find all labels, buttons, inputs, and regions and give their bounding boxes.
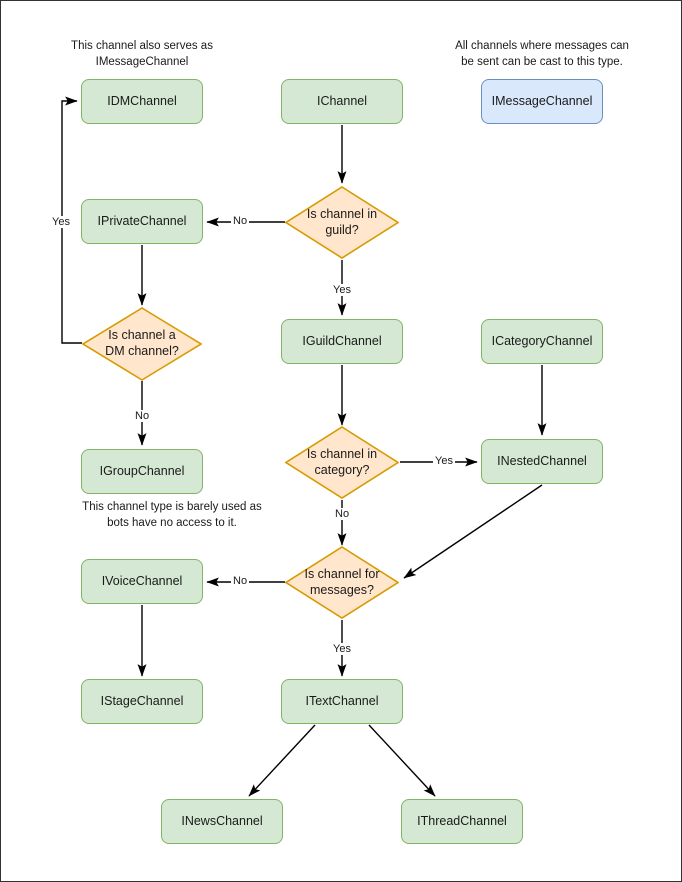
node-ivoicechannel[interactable]: IVoiceChannel bbox=[81, 559, 203, 604]
node-imessagechannel-label: IMessageChannel bbox=[491, 93, 593, 108]
caption-group-note: This channel type is barely used as bots… bbox=[41, 500, 303, 531]
caption-message-note-line2: be sent can be cast to this type. bbox=[461, 55, 623, 68]
node-icategorychannel[interactable]: ICategoryChannel bbox=[481, 319, 603, 364]
node-is-channel-a-dm-channel[interactable]: Is channel a DM channel? bbox=[82, 307, 202, 381]
node-is-channel-in-category-label: Is channel in category? bbox=[301, 447, 383, 478]
diamond-shape bbox=[285, 546, 399, 619]
edge-label-messages-yes: Yes bbox=[331, 643, 353, 656]
node-idmchannel[interactable]: IDMChannel bbox=[81, 79, 203, 124]
node-inestedchannel[interactable]: INestedChannel bbox=[481, 439, 603, 484]
diamond-shape bbox=[285, 186, 399, 259]
node-is-channel-for-messages[interactable]: Is channel for messages? bbox=[285, 546, 399, 619]
node-ivoicechannel-label: IVoiceChannel bbox=[101, 573, 183, 588]
node-inestedchannel-label: INestedChannel bbox=[497, 453, 587, 468]
node-inewschannel-label: INewsChannel bbox=[181, 813, 263, 828]
edge-label-guild-yes: Yes bbox=[331, 284, 353, 297]
node-ithreadchannel-label: IThreadChannel bbox=[417, 813, 507, 828]
node-itextchannel-label: ITextChannel bbox=[305, 693, 379, 708]
diamond-shape bbox=[82, 307, 202, 381]
node-is-channel-a-dm-channel-label: Is channel a DM channel? bbox=[99, 328, 185, 359]
node-itextchannel[interactable]: ITextChannel bbox=[281, 679, 403, 724]
caption-message-note: All channels where messages can be sent … bbox=[429, 39, 655, 70]
decision-line2: messages? bbox=[310, 582, 374, 597]
node-inewschannel[interactable]: INewsChannel bbox=[161, 799, 283, 844]
caption-group-note-line1: This channel type is barely used as bbox=[82, 501, 262, 513]
caption-dm-note-line2: IMessageChannel bbox=[95, 55, 189, 68]
decision-line1: Is channel a bbox=[108, 328, 176, 343]
node-istagechannel-label: IStageChannel bbox=[100, 693, 184, 708]
node-igroupchannel-label: IGroupChannel bbox=[99, 463, 185, 478]
edge-itextchannel-to-inewschannel bbox=[248, 724, 316, 797]
edge-itextchannel-to-ithreadchannel bbox=[368, 724, 436, 797]
edge-label-category-no: No bbox=[333, 508, 352, 521]
caption-message-note-line1: All channels where messages can bbox=[455, 40, 629, 52]
node-ichannel[interactable]: IChannel bbox=[281, 79, 403, 124]
node-icategorychannel-label: ICategoryChannel bbox=[491, 333, 593, 348]
node-is-channel-for-messages-label: Is channel for messages? bbox=[298, 567, 385, 598]
edge-label-dm-yes: Yes bbox=[50, 216, 72, 229]
node-iprivatechannel-label: IPrivateChannel bbox=[97, 213, 187, 228]
node-igroupchannel[interactable]: IGroupChannel bbox=[81, 449, 203, 494]
caption-dm-note: This channel also serves as IMessageChan… bbox=[47, 39, 237, 70]
node-iguildchannel[interactable]: IGuildChannel bbox=[281, 319, 403, 364]
caption-group-note-line2: bots have no access to it. bbox=[107, 516, 237, 529]
decision-line1: Is channel for bbox=[304, 566, 380, 581]
decision-line2: category? bbox=[314, 462, 370, 477]
decision-line2: DM channel? bbox=[105, 344, 179, 358]
edge-label-category-yes: Yes bbox=[433, 455, 455, 468]
node-iprivatechannel[interactable]: IPrivateChannel bbox=[81, 199, 203, 244]
node-imessagechannel[interactable]: IMessageChannel bbox=[481, 79, 603, 124]
node-is-channel-in-category[interactable]: Is channel in category? bbox=[285, 426, 399, 499]
node-ithreadchannel[interactable]: IThreadChannel bbox=[401, 799, 523, 844]
node-idmchannel-label: IDMChannel bbox=[107, 93, 177, 108]
decision-line2: guild? bbox=[325, 222, 359, 237]
node-iguildchannel-label: IGuildChannel bbox=[302, 333, 382, 348]
edge-label-dm-no: No bbox=[133, 410, 152, 423]
node-is-channel-in-guild[interactable]: Is channel in guild? bbox=[285, 186, 399, 259]
decision-line1: Is channel in bbox=[306, 446, 378, 461]
diamond-shape bbox=[285, 426, 399, 499]
node-istagechannel[interactable]: IStageChannel bbox=[81, 679, 203, 724]
edge-inestedchannel-to-ismessages bbox=[403, 484, 543, 579]
decision-line1: Is channel in bbox=[306, 206, 378, 221]
node-ichannel-label: IChannel bbox=[316, 93, 368, 108]
caption-dm-note-line1: This channel also serves as bbox=[71, 40, 213, 52]
node-is-channel-in-guild-label: Is channel in guild? bbox=[301, 207, 383, 238]
edge-label-guild-no: No bbox=[231, 215, 250, 228]
edge-label-messages-no: No bbox=[231, 575, 250, 588]
